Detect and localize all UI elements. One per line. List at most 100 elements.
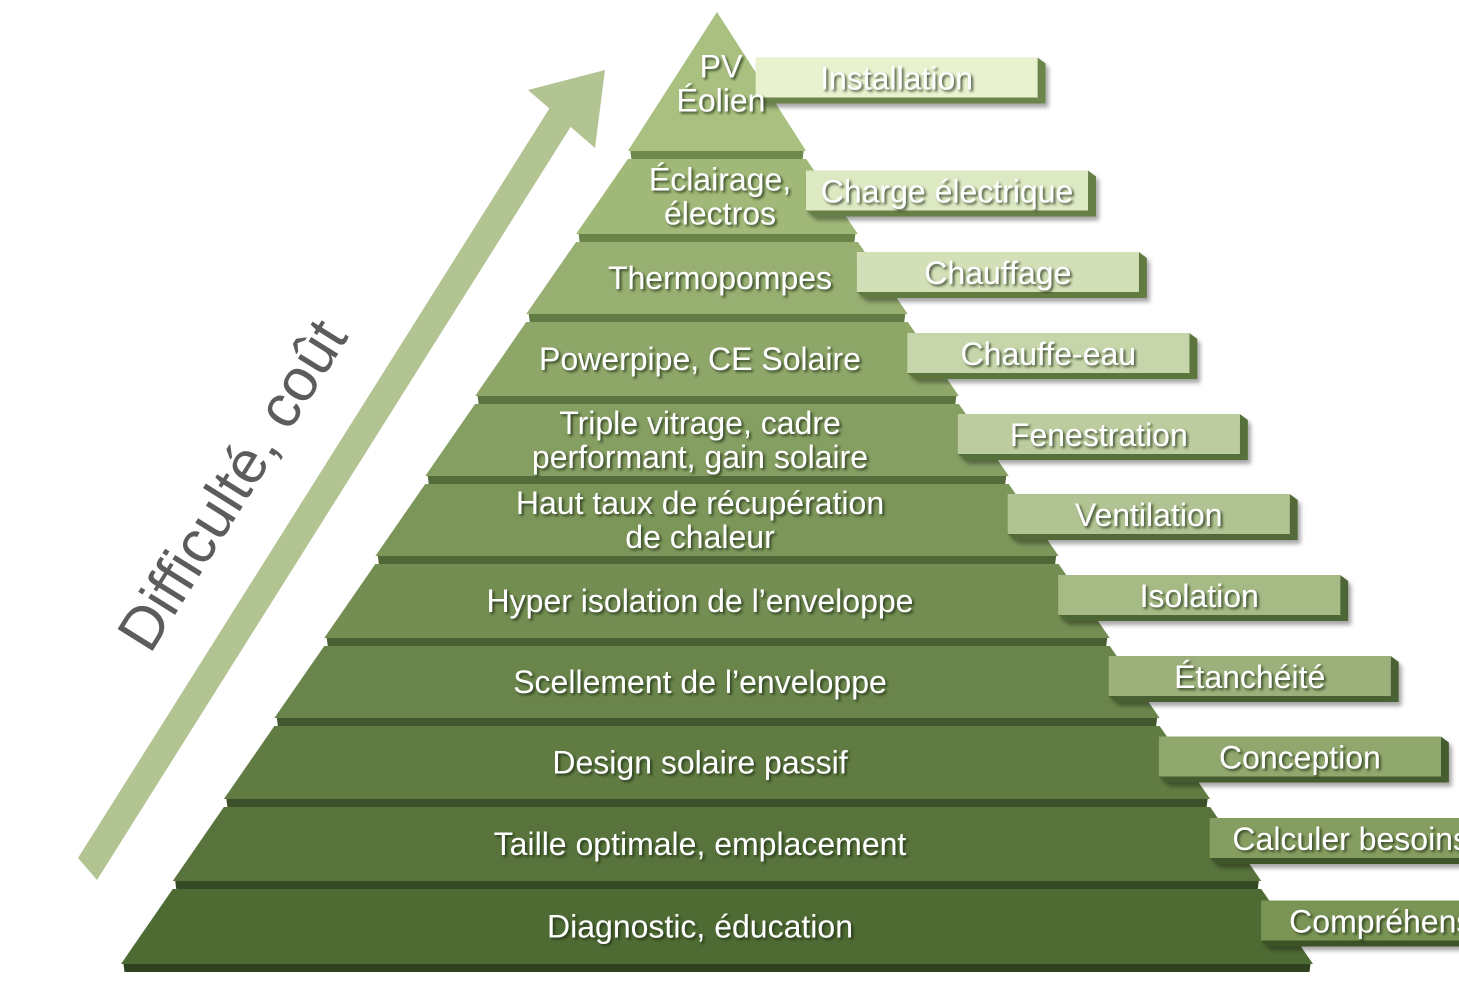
tier-face xyxy=(425,404,1009,476)
label-box-bottom xyxy=(957,454,1248,460)
tier-11: CompréhensionDiagnostic, éducation xyxy=(121,889,1459,972)
tier-category-label: Étanchéité xyxy=(1174,659,1325,695)
tier-face xyxy=(172,807,1262,881)
tier-2: Charge électrique Éclairage,électros xyxy=(576,159,1097,242)
tier-category-label: Charge électrique xyxy=(821,174,1074,210)
label-box-face xyxy=(1209,818,1459,858)
tier-category-label: Conception xyxy=(1219,740,1381,776)
label-box-face xyxy=(856,252,1139,292)
label-box xyxy=(1007,494,1298,540)
tier-category-label: Ventilation xyxy=(1075,497,1223,533)
tier-face xyxy=(223,726,1211,799)
tier-category-label: Calculer besoins xyxy=(1232,821,1459,857)
label-box-face xyxy=(1007,494,1290,534)
tier-face xyxy=(274,646,1160,718)
tier-category-label: Fenestration xyxy=(1010,417,1188,453)
label-box-bottom xyxy=(1007,534,1298,540)
arrow-head-icon xyxy=(528,70,605,148)
tier-ledge xyxy=(175,881,1259,889)
tier-face xyxy=(627,12,807,151)
arrow-shaft xyxy=(78,90,580,880)
tier-face xyxy=(526,242,908,314)
label-box xyxy=(755,57,1046,104)
tier-measure-line: Design solaire passif xyxy=(552,745,847,781)
tier-measure-line: Éolien xyxy=(677,83,766,119)
label-box xyxy=(1209,818,1459,864)
tier-category-label: Chauffage xyxy=(924,255,1071,291)
label-box-side xyxy=(1138,252,1147,298)
label-box xyxy=(957,414,1248,460)
tier-10: Calculer besoins Taille optimale, emplace… xyxy=(172,807,1459,889)
tier-measure-line: Haut taux de récupération xyxy=(516,485,884,521)
label-box xyxy=(856,252,1147,298)
tier-category-label: Chauffe-eau xyxy=(961,336,1137,372)
label-box-face xyxy=(1058,575,1341,615)
tier-7: Isolation Hyper isolation de l’enveloppe xyxy=(324,564,1349,646)
tier-ledge xyxy=(427,476,1007,484)
tier-measure-line: Scellement de l’enveloppe xyxy=(513,664,887,700)
tier-ledge xyxy=(123,964,1311,972)
tier-ledge xyxy=(377,556,1057,564)
label-box xyxy=(806,170,1097,217)
tier-measure-line: PV xyxy=(700,49,743,85)
tier-category-label: Installation xyxy=(820,61,973,97)
tier-measure-line: Thermopompes xyxy=(608,260,832,296)
tier-ledge xyxy=(226,799,1208,807)
label-box-side xyxy=(1340,575,1349,621)
tier-category-label: Isolation xyxy=(1140,578,1259,614)
label-box-side xyxy=(1189,333,1198,379)
tier-face xyxy=(475,322,959,396)
label-box-bottom xyxy=(755,97,1046,104)
label-box-bottom xyxy=(1209,858,1459,864)
tier-measure-line: Hyper isolation de l’enveloppe xyxy=(487,583,914,619)
label-box-face xyxy=(957,414,1240,454)
label-box-bottom xyxy=(1108,696,1399,702)
label-box-side xyxy=(1440,736,1449,783)
label-box-side xyxy=(1037,57,1046,104)
tier-measure-line: de chaleur xyxy=(625,519,775,555)
label-box-face xyxy=(1108,656,1391,696)
label-box-face xyxy=(907,333,1190,373)
label-box-bottom xyxy=(856,292,1147,298)
tier-5: Fenestration Triple vitrage, cadreperform… xyxy=(425,404,1248,484)
tier-measure-line: Triple vitrage, cadre xyxy=(559,405,841,441)
tier-measure-line: électros xyxy=(664,196,776,232)
label-box-face xyxy=(1158,736,1441,777)
label-box xyxy=(907,333,1198,379)
label-box-bottom xyxy=(1158,776,1449,783)
label-box xyxy=(1261,900,1459,947)
tier-measure-line: Powerpipe, CE Solaire xyxy=(539,341,861,377)
tier-measure-line: performant, gain solaire xyxy=(532,439,868,475)
label-box-face xyxy=(1261,900,1459,941)
tier-measure-line: Taille optimale, emplacement xyxy=(494,826,907,862)
label-box-face xyxy=(806,170,1089,211)
tier-face xyxy=(324,564,1110,638)
tier-9: Conception Design solaire passif xyxy=(223,726,1449,807)
label-box xyxy=(1058,575,1349,621)
label-box xyxy=(1108,656,1399,702)
label-box-side xyxy=(1088,170,1097,217)
tier-4: Chauffe-eau Powerpipe, CE Solaire xyxy=(475,322,1198,404)
tier-measure-line: Éclairage, xyxy=(649,162,791,198)
label-box-bottom xyxy=(1058,615,1349,621)
tier-ledge xyxy=(276,718,1158,726)
tier-face xyxy=(375,484,1059,556)
tier-ledge xyxy=(528,314,906,322)
tier-3: Chauffage Thermopompes xyxy=(526,242,1147,322)
tier-face xyxy=(576,159,858,234)
tier-ledge xyxy=(630,151,804,159)
label-box-bottom xyxy=(907,373,1198,379)
difficulty-arrow xyxy=(78,70,605,880)
label-box-side xyxy=(1239,414,1248,460)
tier-face xyxy=(121,889,1313,964)
label-box xyxy=(1158,736,1449,783)
label-box-side xyxy=(1289,494,1298,540)
label-box-bottom xyxy=(806,210,1097,217)
label-box-bottom xyxy=(1261,940,1459,947)
tier-ledge xyxy=(326,638,1108,646)
label-box-side xyxy=(1390,656,1399,702)
